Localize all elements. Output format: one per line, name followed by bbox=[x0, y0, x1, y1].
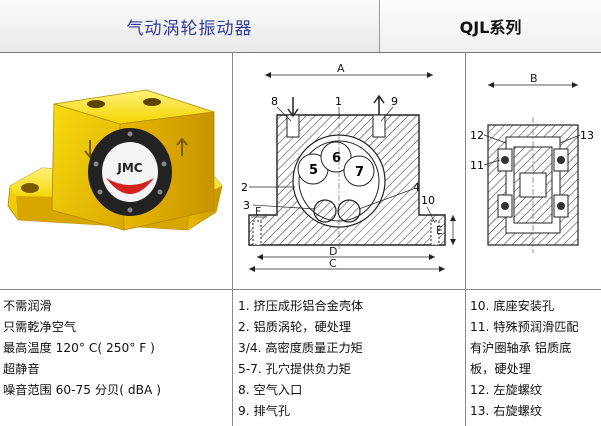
dim-label-b: B bbox=[530, 72, 538, 85]
header-series-cell: QJL系列 bbox=[380, 0, 601, 53]
part-label-8: 8 bbox=[271, 95, 278, 108]
part-label-3: 3 bbox=[243, 199, 250, 212]
product-photo: JMC bbox=[7, 89, 223, 231]
product-title: 气动涡轮振动器 bbox=[126, 18, 253, 39]
dim-label-c: C bbox=[329, 257, 337, 270]
divider-text-row bbox=[0, 289, 601, 290]
part-label-6: 6 bbox=[332, 151, 341, 166]
feature-item: 不需润滑 bbox=[3, 299, 52, 313]
part-item: 板，硬处理 bbox=[470, 362, 531, 376]
part-label-2: 2 bbox=[241, 181, 248, 194]
dim-label-e: E bbox=[436, 224, 443, 237]
part-item: 有沪圈轴承 铝质底 bbox=[470, 341, 572, 355]
side-section-diagram: B 12 13 11 bbox=[470, 72, 594, 253]
part-label-9: 9 bbox=[391, 95, 398, 108]
dim-label-f: F bbox=[255, 205, 261, 218]
part-item: 2. 铝质涡轮，硬处理 bbox=[238, 320, 352, 334]
product-series: QJL系列 bbox=[459, 18, 522, 37]
part-label-11: 11 bbox=[470, 159, 484, 172]
parts-list-main: 1. 挤压成形铝合金壳体 2. 铝质涡轮，硬处理 3/4. 高密度质量正力矩 5… bbox=[238, 296, 363, 422]
jmc-logo: JMC bbox=[116, 161, 142, 175]
part-item: 12. 左旋螺纹 bbox=[470, 383, 543, 397]
part-label-4: 4 bbox=[413, 181, 420, 194]
part-item: 5-7. 孔穴提供负力矩 bbox=[238, 362, 351, 376]
part-item: 10. 底座安装孔 bbox=[470, 299, 555, 313]
part-label-5: 5 bbox=[309, 163, 318, 178]
front-section-diagram: A 5 6 7 8 1 9 2 3 4 bbox=[241, 62, 456, 272]
divider-photo-diagram bbox=[232, 52, 233, 426]
feature-item: 超静音 bbox=[3, 362, 40, 376]
part-item: 8. 空气入口 bbox=[238, 383, 303, 397]
header-title-cell: 气动涡轮振动器 bbox=[0, 0, 380, 53]
part-label-7: 7 bbox=[355, 165, 364, 180]
part-item: 1. 挤压成形铝合金壳体 bbox=[238, 299, 364, 313]
parts-list-side: 10. 底座安装孔 11. 特殊预润滑匹配 有沪圈轴承 铝质底 板，硬处理 12… bbox=[470, 296, 579, 422]
feature-item: 只需乾净空气 bbox=[3, 320, 77, 334]
divider-diagram-side bbox=[465, 52, 466, 426]
part-label-1: 1 bbox=[335, 95, 342, 108]
part-item: 11. 特殊预润滑匹配 bbox=[470, 320, 579, 334]
feature-list: 不需润滑 只需乾净空气 最高温度 120° C( 250° F ) 超静音 噪音… bbox=[3, 296, 161, 401]
feature-item: 最高温度 120° C( 250° F ) bbox=[3, 341, 155, 355]
part-item: 3/4. 高密度质量正力矩 bbox=[238, 341, 363, 355]
part-item: 9. 排气孔 bbox=[238, 404, 291, 418]
dim-label-d: D bbox=[329, 245, 337, 258]
part-label-10: 10 bbox=[421, 194, 435, 207]
dim-label-a: A bbox=[337, 62, 345, 75]
feature-item: 噪音范围 60-75 分贝( dBA ) bbox=[3, 383, 161, 397]
part-item: 13. 右旋螺纹 bbox=[470, 404, 543, 418]
part-label-13: 13 bbox=[580, 129, 594, 142]
part-label-12: 12 bbox=[470, 129, 484, 142]
